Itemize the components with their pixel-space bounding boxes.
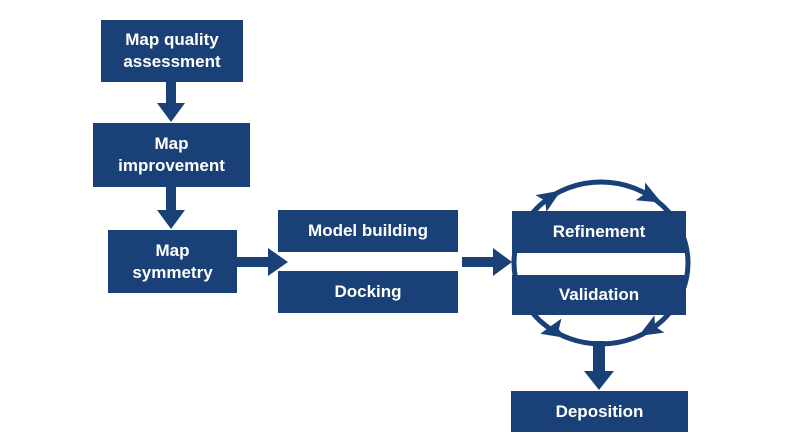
arrow-modeling-to-refinement [462, 248, 512, 276]
cycle-arrowhead-top-right [635, 182, 662, 203]
arrow-cycle-to-deposition [584, 341, 614, 390]
arrow-assessment-to-improvement [157, 82, 185, 122]
cycle-arrowhead-bottom-left [540, 318, 566, 339]
cycle-arrowhead-top-left [535, 190, 562, 212]
node-validation: Validation [512, 275, 686, 315]
node-refinement: Refinement [512, 211, 686, 253]
node-map-symmetry: Map symmetry [108, 230, 237, 293]
node-map-improvement: Map improvement [93, 123, 250, 187]
refinement-validation-cycle-circle [511, 179, 691, 347]
arrow-improvement-to-symmetry [157, 187, 185, 229]
node-model-building: Model building [278, 210, 458, 252]
node-deposition: Deposition [511, 391, 688, 432]
node-map-quality-assessment: Map quality assessment [101, 20, 243, 82]
cycle-arrowhead-bottom-right [638, 315, 665, 336]
node-docking: Docking [278, 271, 458, 313]
